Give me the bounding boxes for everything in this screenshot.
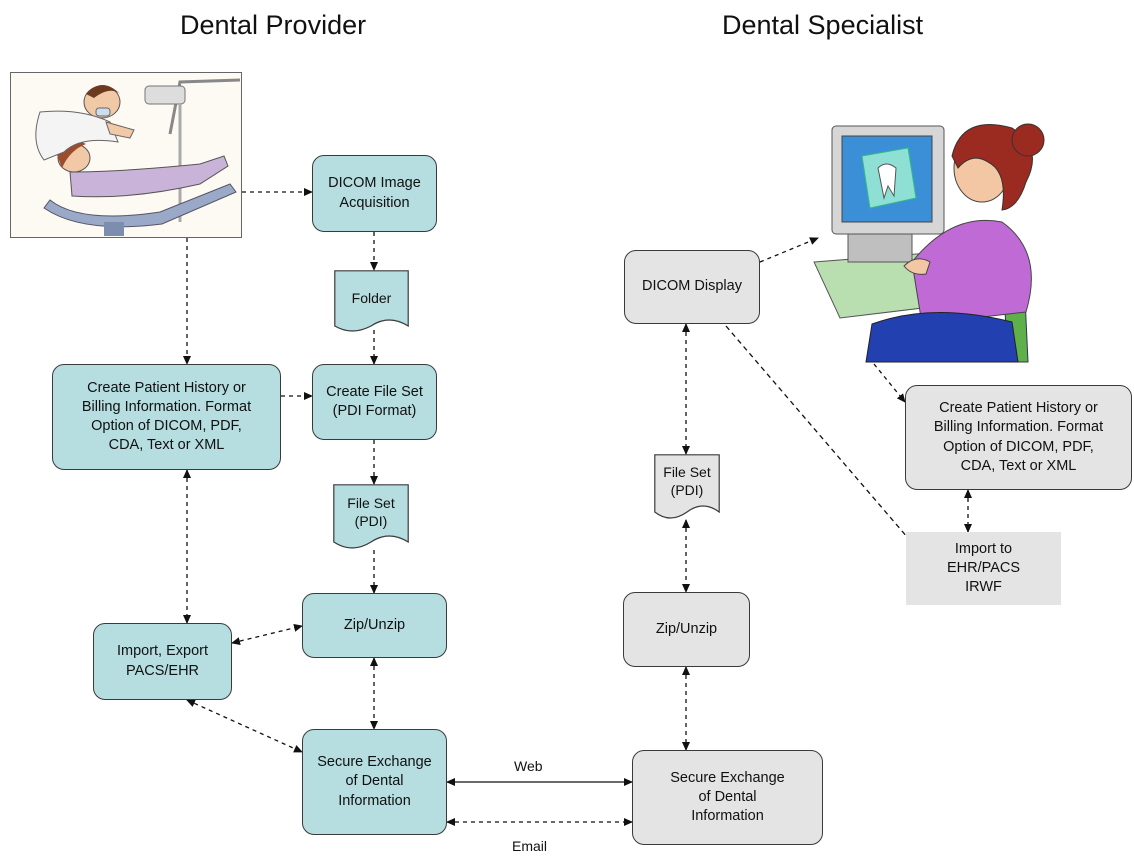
dental-specialist-title: Dental Specialist [722,10,924,40]
zip-unzip-provider: Zip/Unzip [302,593,447,658]
file-set-label-provider: File Set(PDI) [347,495,395,529]
zip-unzip-specialist: Zip/Unzip [623,592,750,667]
dicom-display: DICOM Display [624,250,760,324]
dentist-illustration [10,72,242,238]
arrow-display-import [725,325,915,546]
arrow-computer-history [873,363,906,403]
secure-exchange-provider: Secure Exchange of Dental Information [302,729,447,835]
file-set-document-specialist [654,454,720,519]
email-label: Email [512,838,548,854]
import-to-ehr-pacs: Import to EHR/PACS IRWF [906,532,1061,605]
arrow-import-zip [231,624,303,645]
specialist-computer-illustration [813,123,1045,363]
arrow-display-computer [759,237,819,263]
file-set-label-specialist: File Set(PDI) [663,464,711,498]
secure-exchange-specialist: Secure Exchange of Dental Information [632,750,823,845]
create-file-set: Create File Set(PDI Format) [312,364,437,440]
create-patient-history-specialist: Create Patient History or Billing Inform… [905,385,1132,490]
create-patient-history-provider: Create Patient History or Billing Inform… [52,364,281,470]
folder-label: Folder [351,290,392,306]
file-set-document-provider [333,484,409,549]
web-label: Web [514,758,543,774]
folder-document [334,270,409,332]
dental-provider-title: Dental Provider [180,10,367,40]
arrow-import-secure [186,699,303,753]
